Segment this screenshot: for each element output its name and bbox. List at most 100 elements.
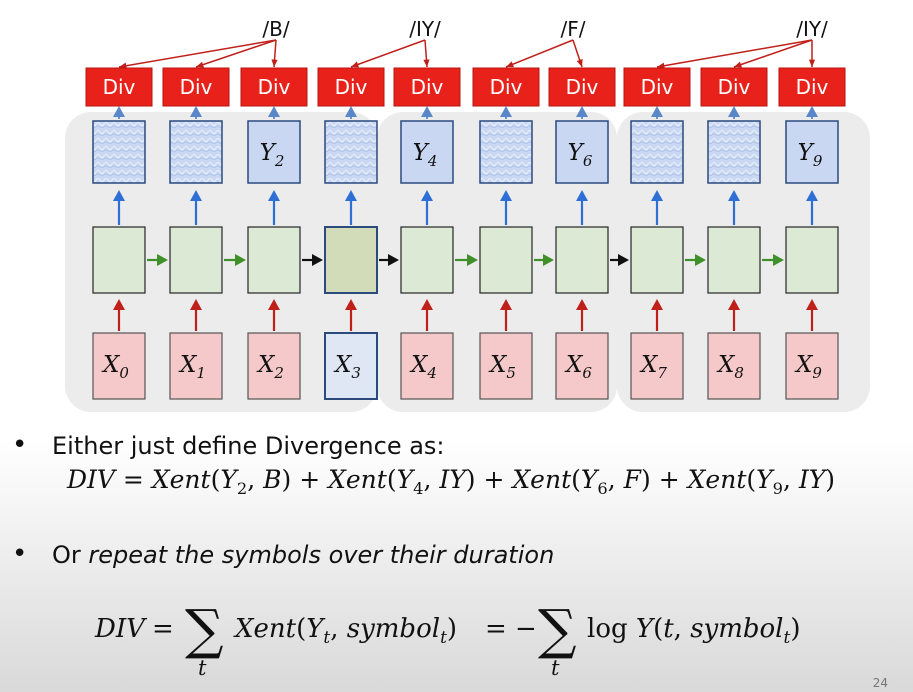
phoneme-line: [195, 39, 277, 68]
eq1-comma: ,: [247, 465, 264, 494]
input-box: [324, 332, 378, 400]
phoneme-line: [118, 39, 277, 68]
output-box: [92, 120, 146, 184]
eq1-paren: (: [571, 465, 581, 494]
eq1-paren: ): [641, 465, 651, 494]
input-box: [400, 332, 454, 400]
output-to-div-arrow-head: [345, 106, 357, 117]
eq1-paren: (: [386, 465, 397, 494]
phoneme-label: /B/: [262, 17, 289, 41]
output-box: [630, 120, 684, 184]
equation-1: DIV = Xent(Y2, B) + Xent(Y4, IY) + Xent(…: [67, 465, 835, 498]
output-box: [324, 120, 378, 184]
bullet-dot-1: •: [12, 430, 28, 460]
eq1-lhs: DIV: [67, 465, 115, 494]
recurrent-arrow-head: [388, 254, 399, 266]
hidden-box: [630, 226, 684, 294]
input-to-hidden-arrow-head: [500, 299, 512, 310]
phoneme-line: [350, 39, 426, 68]
input-box: [169, 332, 223, 400]
output-to-div-arrow-head: [500, 106, 512, 117]
eq1-plus: +: [475, 465, 513, 494]
recurrent-arrow-head: [695, 254, 706, 266]
eq2-paren: ): [446, 614, 458, 644]
hidden-to-output-arrow-head: [806, 190, 818, 201]
output-to-div-arrow-head: [728, 106, 740, 117]
eq2-log: log: [587, 614, 628, 644]
output-to-div-arrow-head: [421, 106, 433, 117]
eq2-symbol: symbol: [690, 614, 784, 644]
div-box: [778, 67, 846, 107]
recurrent-arrow-head: [467, 254, 478, 266]
hidden-boxes: [92, 226, 839, 294]
div-box: [548, 67, 616, 107]
hidden-to-output-arrow-head: [345, 190, 357, 201]
input-to-hidden-arrow-head: [268, 299, 280, 310]
phoneme-line: [656, 39, 813, 68]
eq2-lhs: DIV: [95, 614, 145, 644]
hidden-to-output-arrow-head: [500, 190, 512, 201]
eq1-plus: +: [650, 465, 688, 494]
hidden-to-output-arrow-head: [421, 190, 433, 201]
eq1-sub: 6: [597, 479, 608, 498]
phoneme-arrowhead: [734, 61, 742, 68]
arrows: [113, 106, 818, 331]
div-box: [85, 67, 153, 107]
hidden-to-output-arrow-head: [576, 190, 588, 201]
output-box: [169, 120, 223, 184]
eq1-arg: B: [263, 465, 282, 494]
output-box: [785, 120, 839, 184]
eq1-fn: Xent: [151, 465, 211, 494]
phoneme-arrowhead: [196, 61, 204, 68]
bullet-1-label: Either just define Divergence as:: [52, 432, 445, 460]
input-to-hidden-arrow-head: [113, 299, 125, 310]
div-label: Div: [258, 75, 291, 99]
input-box: [707, 332, 761, 400]
eq1-comma: ,: [423, 465, 440, 494]
eq2-equals-2: =: [485, 614, 507, 644]
eq2-paren: (: [296, 614, 307, 644]
eq1-fn: Xent: [512, 465, 572, 494]
input-box: [92, 332, 146, 400]
input-to-hidden-arrow-head: [576, 299, 588, 310]
input-to-hidden-arrow-head: [728, 299, 740, 310]
input-box: [630, 332, 684, 400]
hidden-to-output-arrow-head: [651, 190, 663, 201]
eq2-fn: Xent: [235, 614, 297, 644]
eq1-sym: Y: [580, 465, 598, 494]
div-label: Div: [335, 75, 368, 99]
input-box: [785, 332, 839, 400]
eq2-sigma-1-index: t: [198, 656, 207, 680]
phoneme-labels: /B//IY//F//IY/: [262, 17, 828, 41]
eq2-minus: −: [515, 614, 537, 644]
bullet-1-text: Either just define Divergence as:: [52, 432, 445, 460]
bullet-2-italic: repeat the symbols over their duration: [88, 541, 555, 569]
output-box: [400, 120, 454, 184]
eq2-comma: ,: [330, 614, 347, 644]
eq2-term-1: Xent(Yt, symbolt): [235, 614, 457, 647]
div-box: [393, 67, 461, 107]
input-to-hidden-arrow-head: [190, 299, 202, 310]
phoneme-line: [733, 39, 813, 68]
recurrent-arrow-head: [235, 254, 246, 266]
hidden-box: [555, 226, 609, 294]
phoneme-target-lines: [118, 39, 816, 69]
output-to-div-arrow-head: [651, 106, 663, 117]
hidden-box: [324, 226, 378, 294]
eq1-comma: ,: [607, 465, 624, 494]
eq1-sub: 2: [236, 479, 248, 498]
eq1-arg: IY: [798, 465, 826, 494]
output-to-div-arrow-head: [190, 106, 202, 117]
eq1-equals: =: [114, 465, 152, 494]
bullet-2-normal: Or: [52, 541, 89, 569]
phoneme-arrowhead: [657, 62, 665, 69]
input-to-hidden-arrow-head: [345, 299, 357, 310]
eq1-sub: 4: [413, 479, 424, 498]
eq1-sym: Y: [396, 465, 414, 494]
eq1-paren: ): [825, 465, 836, 494]
recurrent-arrow-head: [618, 254, 629, 266]
hidden-box: [707, 226, 761, 294]
